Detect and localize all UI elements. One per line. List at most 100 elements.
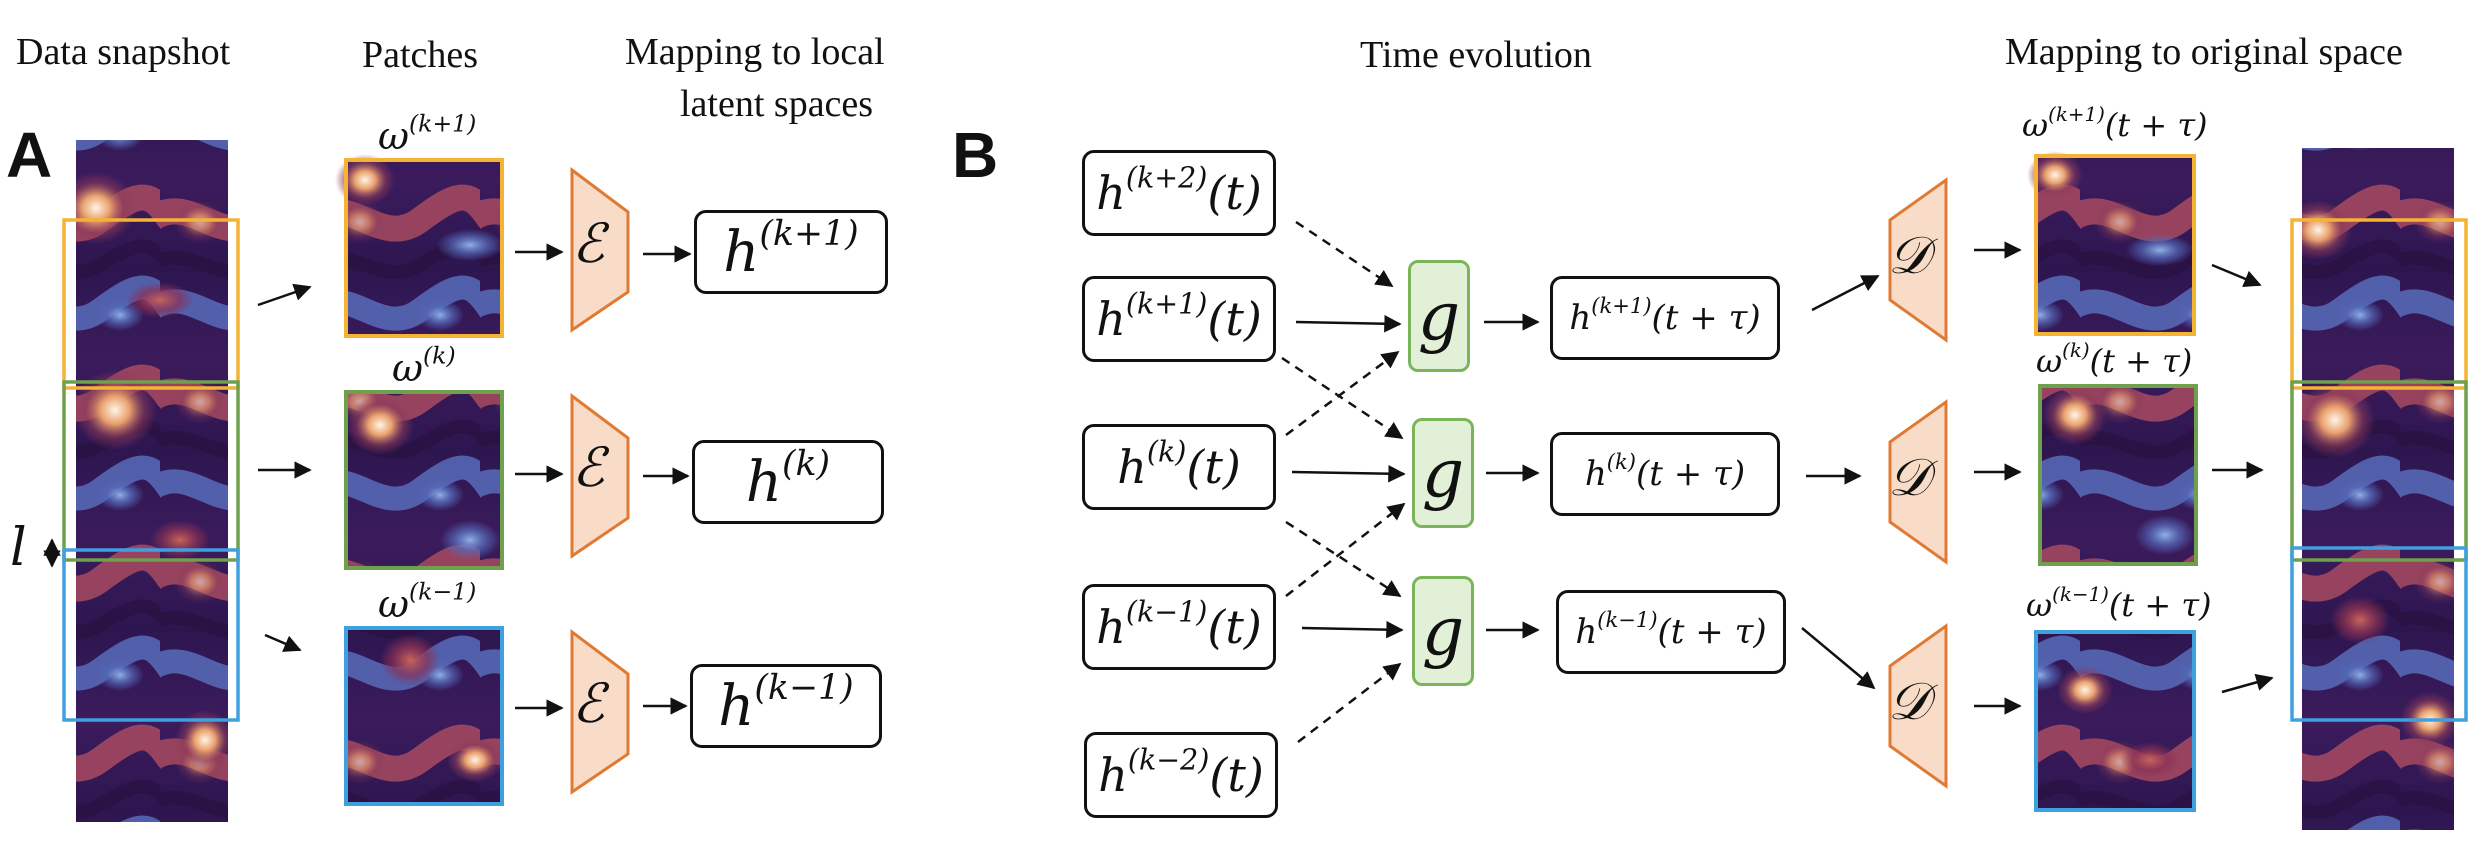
decoder-top [1888,177,1948,343]
patch-bot-b [2034,630,2196,812]
omega-sup: (k) [2062,339,2090,363]
h-arg: (t) [1186,440,1241,494]
snapshot-b-frame-green [2290,380,2468,562]
h-sup: (k−2) [1127,743,1210,777]
omega-tau-label-km1: ω(k−1)(t + τ) [2026,583,2212,624]
h-symbol: h [1584,454,1607,494]
omega-sup: (k+1) [2048,103,2105,127]
h-arg: (t + τ) [1651,298,1761,338]
latent-text: h(k) [745,446,830,515]
h-sup: (k+1) [759,213,859,254]
h-symbol: h [1096,292,1126,346]
omega-arg: (t + τ) [2104,106,2208,144]
omega-tau-label-kp1: ω(k+1)(t + τ) [2022,103,2208,144]
arrow-hkp1-to-g-top [1295,314,1402,333]
snapshot-frame-orange [62,218,240,390]
evolved-text: h(k)(t + τ) [1584,451,1746,494]
h-symbol: h [718,673,755,739]
omega-label-k: ω(k) [392,344,456,390]
g-box-mid: g [1412,418,1474,528]
arrow-snapshot-to-patch-top [257,283,312,307]
decoder-mid [1888,399,1948,565]
header-mapping-local-line1: Mapping to local [625,31,885,73]
h-symbol: h [745,449,782,515]
input-text: h(k−1)(t) [1096,598,1262,654]
h-sup: (k−1) [1125,595,1208,629]
snapshot-frame-blue [62,548,240,722]
input-box-k: h(k)(t) [1082,424,1276,510]
omega-arg: (t + τ) [2089,342,2193,380]
encoder-bot [570,629,630,795]
decoder-symbol-bot: 𝒟 [1888,672,1930,732]
omega-sup: (k) [423,341,456,370]
arrow-snapshot-to-patch-bot [264,633,302,652]
input-text: h(k+1)(t) [1096,290,1262,346]
h-sup: (k) [781,443,831,484]
latent-box-k: h(k) [692,440,884,524]
omega-symbol: ω [2022,106,2049,144]
arrow-to-decoder-bot [1801,627,1876,690]
input-text: h(k+2)(t) [1096,164,1262,220]
h-symbol: h [1117,440,1147,494]
evolved-box-k: h(k)(t + τ) [1550,432,1780,516]
h-symbol: h [723,219,760,285]
omega-tau-label-k: ω(k)(t + τ) [2036,339,2193,380]
h-sup: (k−1) [1597,607,1658,633]
latent-box-kp1: h(k+1) [694,210,888,294]
input-box-kp2: h(k+2)(t) [1082,150,1276,236]
evolved-text: h(k+1)(t + τ) [1569,295,1761,338]
encoder-symbol-bot: ℰ [572,672,605,735]
arrow-patch-to-snapshot-bot [2221,673,2274,694]
snapshot-b-frame-blue [2290,546,2468,722]
omega-sup: (k−1) [2052,583,2109,607]
h-symbol: h [1575,612,1598,652]
omega-arg: (t + τ) [2108,586,2212,624]
patch-mid-a [344,390,504,570]
snapshot-b-frame-orange [2290,218,2468,390]
arrow-to-decoder-top [1811,274,1880,312]
decoder-symbol-top: 𝒟 [1888,226,1930,286]
h-sup: (k+1) [1125,287,1208,321]
omega-label-kp1: ω(k+1) [378,112,476,158]
h-arg: (t + τ) [1657,612,1767,652]
h-sup: (k−1) [754,667,854,708]
encoder-symbol-top: ℰ [572,212,605,275]
data-snapshot-strip-b [2302,148,2454,830]
g-box-bot: g [1412,576,1474,686]
decoder-bot [1888,623,1948,789]
omega-symbol: ω [2036,342,2063,380]
header-mapping-local-line2: latent spaces [680,83,874,125]
omega-sup: (k−1) [409,577,477,606]
evolved-text: h(k−1)(t + τ) [1575,609,1767,652]
encoder-mid [570,393,630,559]
omega-sup: (k+1) [409,109,477,138]
overlap-label-l: l [10,518,27,578]
omega-label-km1: ω(k−1) [378,580,476,626]
input-text: h(k−2)(t) [1098,746,1264,802]
h-arg: (t) [1207,600,1262,654]
encoder-top [570,167,630,333]
input-box-km2: h(k−2)(t) [1084,732,1278,818]
header-data-snapshot: Data snapshot [16,31,231,73]
decoder-symbol-mid: 𝒟 [1888,448,1930,508]
input-box-km1: h(k−1)(t) [1082,584,1276,670]
header-time-evolution: Time evolution [1360,34,1592,76]
h-sup: (k) [1606,449,1637,475]
snapshot-frame-green [62,380,240,562]
h-sup: (k+2) [1125,161,1208,195]
latent-text: h(k+1) [723,216,858,285]
patch-top-a [335,154,504,338]
omega-symbol: ω [392,346,423,390]
patch-top-b [2027,151,2196,336]
patch-bot-a [344,626,504,806]
encoder-symbol-mid: ℰ [572,436,605,499]
g-box-top: g [1408,260,1470,372]
arrow-hk-to-g-mid [1291,464,1406,483]
h-arg: (t + τ) [1636,454,1746,494]
h-symbol: h [1096,166,1126,220]
input-text: h(k)(t) [1117,438,1241,494]
h-sup: (k) [1146,435,1187,469]
latent-box-km1: h(k−1) [690,664,882,748]
